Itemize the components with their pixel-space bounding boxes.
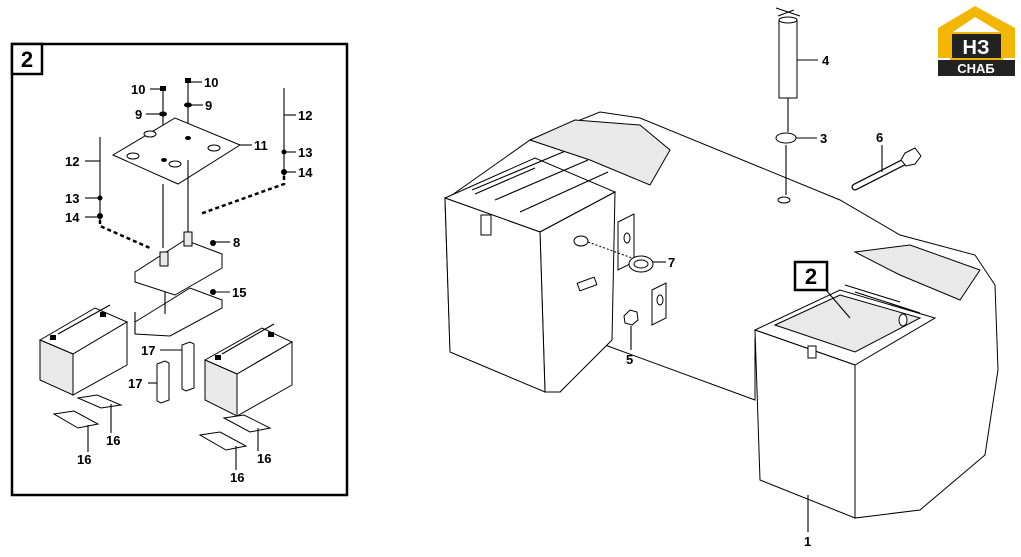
logo-top-text: НЗ (963, 37, 990, 59)
dashed-link-left (98, 220, 151, 250)
detail-marker-box (793, 260, 829, 292)
callout-4: 4 (822, 53, 830, 68)
callout-16-a: 16 (106, 433, 120, 448)
pipe-part-4 (775, 7, 801, 132)
right-compartment (753, 284, 937, 519)
pad-part-16-d (198, 431, 248, 451)
spacer-part-17-upper (181, 341, 195, 392)
callout-16-c: 16 (257, 451, 271, 466)
callout-16-b: 16 (77, 452, 91, 467)
callout-9-right: 9 (205, 98, 212, 113)
logo-bottom-text: СНАБ (957, 61, 995, 76)
callout-17-lower: 17 (128, 376, 142, 391)
callout-13-left: 13 (65, 191, 79, 206)
callout-1: 1 (804, 534, 811, 549)
callout-13-right: 13 (298, 145, 312, 160)
callout-5: 5 (626, 352, 633, 367)
bolt-part-6 (851, 147, 922, 191)
left-compartment (443, 149, 617, 393)
clamp-plate-11 (111, 117, 242, 248)
callout-12-left: 12 (65, 154, 79, 169)
brand-logo: НЗ СНАБ (938, 6, 1015, 76)
detail-marker-label: 2 (805, 264, 817, 289)
dashed-link-right (199, 176, 286, 216)
callout-11: 11 (254, 138, 268, 153)
callout-12-right: 12 (298, 108, 312, 123)
spacer-part-17-lower (156, 360, 170, 404)
inset-title: 2 (21, 47, 33, 72)
callout-15: 15 (232, 285, 246, 300)
logo-inner (952, 34, 1001, 58)
pad-part-16-a (76, 394, 123, 409)
callout-3: 3 (820, 131, 827, 146)
inset-title-box (10, 42, 44, 76)
tray-part-15 (134, 287, 223, 337)
detail-inset: 2 (10, 42, 349, 497)
callout-14-left: 14 (65, 210, 80, 225)
callout-7: 7 (668, 255, 675, 270)
callout-6: 6 (876, 130, 883, 145)
battery-right (203, 323, 294, 417)
bracket-part-8 (134, 231, 223, 296)
logo-bottom-bar (938, 60, 1015, 76)
callout-8: 8 (233, 235, 240, 250)
rear-cover (528, 119, 671, 186)
callout-10-right: 10 (204, 75, 218, 90)
nut-part-5 (623, 309, 639, 326)
callout-10-left: 10 (131, 82, 145, 97)
pad-part-16-c (222, 414, 272, 433)
callout-17-upper: 17 (141, 343, 155, 358)
main-leader-lines (630, 59, 883, 532)
pad-part-16-b (52, 410, 100, 429)
callout-9-left: 9 (135, 107, 142, 122)
right-cover (853, 244, 981, 301)
main-assembly: 2 4 3 6 7 5 1 (443, 7, 999, 549)
logo-house-shape (938, 6, 1015, 58)
callout-14-right: 14 (298, 165, 313, 180)
callout-16-d: 16 (230, 470, 244, 485)
battery-left (38, 304, 129, 396)
clamp-part-3 (775, 132, 797, 144)
inset-leader-lines (85, 81, 296, 470)
